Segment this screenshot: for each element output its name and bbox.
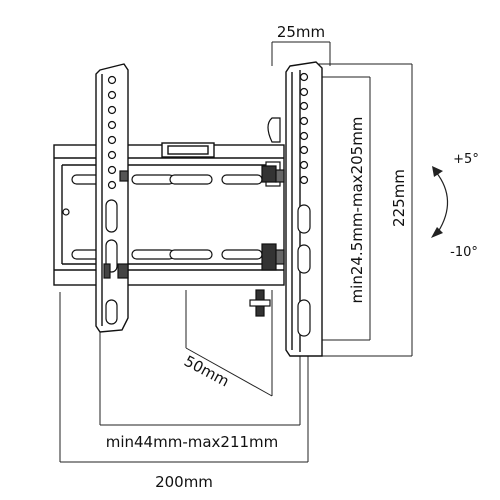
left-arm-holes	[105, 75, 118, 325]
height-label: 225mm	[390, 169, 408, 227]
right-hinge	[249, 117, 285, 317]
tilt-up-label: +5°	[453, 152, 479, 167]
right-arm-holes	[297, 72, 311, 337]
wall-plate	[53, 142, 285, 286]
total-width-label: 200mm	[155, 473, 213, 491]
horizontal-range-label: min44mm-max211mm	[106, 433, 279, 451]
tilt-up-arrow-icon	[432, 166, 443, 177]
tilt-arc	[431, 166, 449, 238]
depth-label: 50mm	[181, 352, 232, 391]
tilt-down-arrow-icon	[431, 227, 443, 238]
left-bolts	[103, 170, 129, 279]
left-arm	[95, 63, 129, 333]
tilt-down-label: -10°	[450, 245, 478, 260]
top-width-label: 25mm	[277, 23, 325, 41]
wall-plate-slots	[62, 174, 263, 260]
vertical-range-label: min24.5mm-max205mm	[348, 117, 366, 304]
